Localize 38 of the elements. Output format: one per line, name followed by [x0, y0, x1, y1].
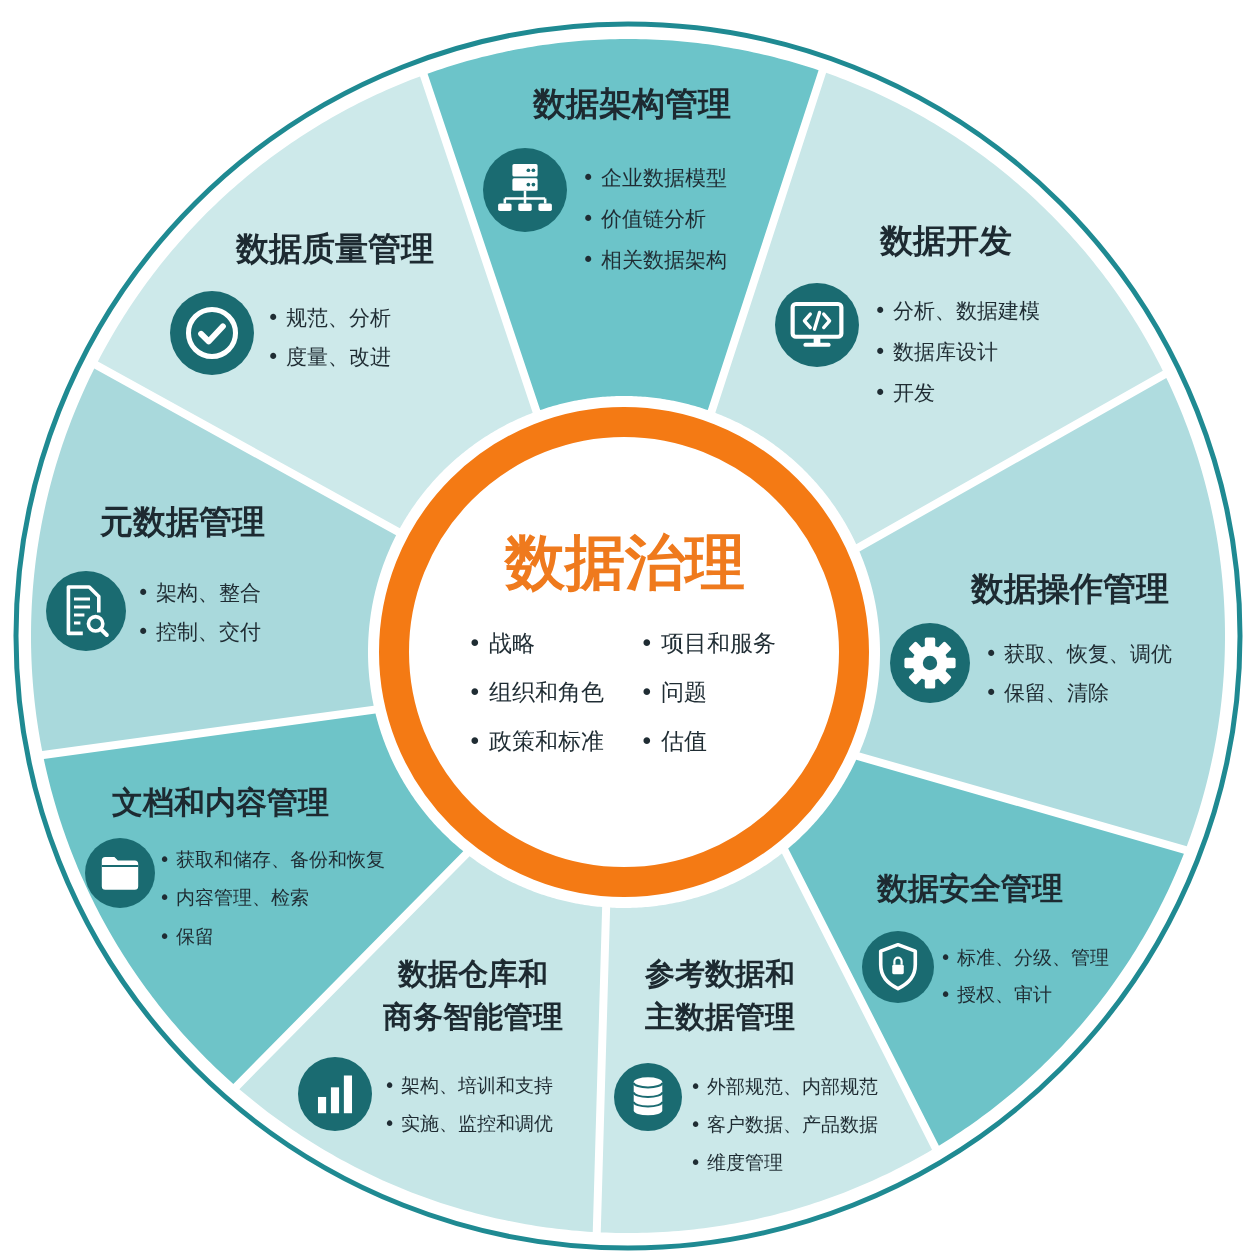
bullet-item: • 企业数据模型 [582, 164, 728, 192]
bullet-item: • 外部规范、内部规范 [690, 1074, 879, 1099]
bullet-item: • 保留 [159, 923, 216, 949]
bullet-item: • 度量、改进 [267, 343, 392, 371]
bullet-item: • 内容管理、检索 [159, 885, 311, 911]
bullet-item: • 架构、培训和支持 [384, 1073, 554, 1098]
section-heading: 数据安全管理 [877, 869, 1063, 908]
bullet-item: • 问题 [640, 678, 707, 707]
bullet-item: • 标准、分级、管理 [940, 944, 1110, 970]
bullet-item: • 数据库设计 [874, 338, 1000, 366]
bullet-item: • 授权、审计 [940, 981, 1054, 1007]
bullet-item: • 分析、数据建模 [874, 297, 1041, 325]
bullet-item: • 控制、交付 [137, 618, 262, 646]
bullet-item: • 维度管理 [690, 1150, 785, 1175]
bullet-item: • 开发 [874, 379, 937, 407]
bullet-item: • 客户数据、产品数据 [690, 1112, 879, 1137]
section-heading: 数据架构管理 [533, 82, 731, 125]
section-heading: 数据质量管理 [236, 227, 434, 270]
bullet-item: • 项目和服务 [640, 629, 776, 658]
center-heading: 数据治理 [505, 526, 745, 599]
bullet-item: • 保留、清除 [985, 679, 1111, 707]
section-heading: 参考数据和主数据管理 [645, 955, 795, 1036]
bullet-item: • 架构、整合 [137, 579, 262, 607]
section-heading: 元数据管理 [99, 500, 265, 543]
bullet-item: • 价值链分析 [582, 205, 708, 233]
section-heading: 数据操作管理 [971, 567, 1169, 610]
bullet-item: • 组织和角色 [468, 678, 604, 707]
bullet-item: • 政策和标准 [468, 727, 604, 756]
section-heading: 数据仓库和商务智能管理 [383, 955, 563, 1036]
bullet-item: • 规范、分析 [267, 304, 392, 332]
bullet-item: • 战略 [468, 629, 535, 658]
section-heading: 数据开发 [880, 219, 1012, 262]
bullet-item: • 获取、恢复、调优 [985, 640, 1173, 668]
section-heading: 文档和内容管理 [111, 783, 329, 822]
bullet-item: • 获取和储存、备份和恢复 [159, 846, 386, 872]
bullet-item: • 实施、监控和调优 [384, 1111, 554, 1136]
bullet-item: • 估值 [640, 727, 707, 756]
bullet-item: • 相关数据架构 [582, 246, 728, 274]
